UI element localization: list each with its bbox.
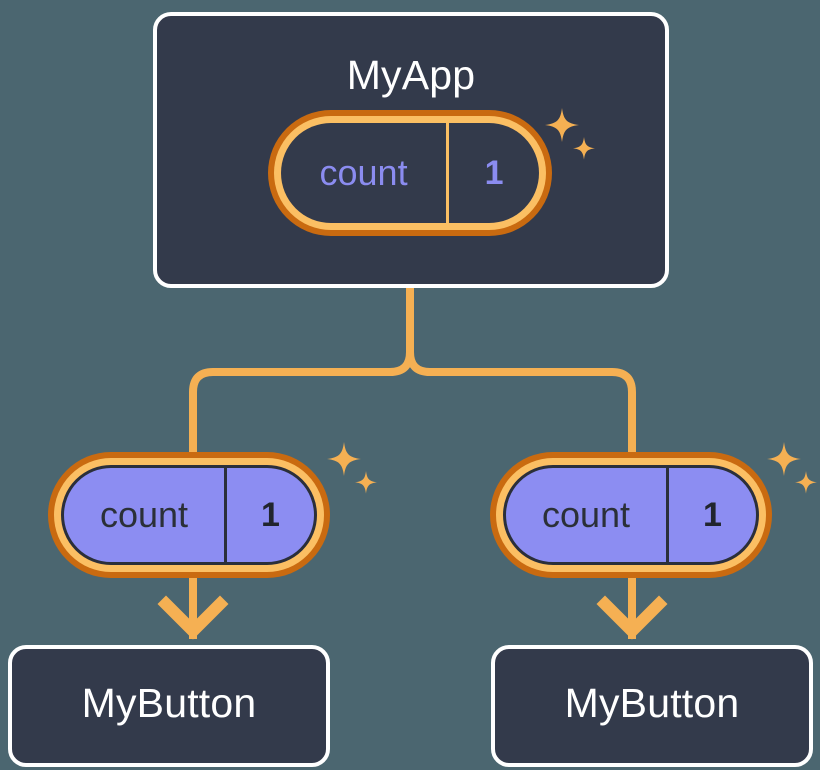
sparkle-four-point-large-icon <box>327 442 361 476</box>
connector-left-branch <box>189 284 414 456</box>
component-title-mybutton-right: MyButton <box>564 680 740 726</box>
state-pill-ring: count 1 <box>54 458 324 572</box>
arrow-down-right <box>596 578 668 640</box>
state-pill-myapp[interactable]: count 1 <box>268 110 552 236</box>
state-pill-branch-left[interactable]: count 1 <box>48 452 330 578</box>
sparkle-decoration-right <box>767 442 817 494</box>
state-pill-body: count 1 <box>281 123 539 223</box>
sparkle-four-point-large-icon <box>767 442 801 476</box>
sparkle-four-point-small-icon <box>355 471 377 494</box>
state-name: count <box>99 494 189 535</box>
component-box-mybutton-right[interactable]: MyButton <box>491 645 813 767</box>
state-value: 1 <box>666 468 756 562</box>
sparkle-four-point-small-icon <box>795 471 817 494</box>
state-pill-ring: count 1 <box>274 116 546 230</box>
arrow-down-left <box>157 578 229 640</box>
component-title-myapp: MyApp <box>346 52 476 98</box>
state-value: 1 <box>224 468 314 562</box>
component-title-mybutton-left: MyButton <box>81 680 257 726</box>
state-pill-branch-right[interactable]: count 1 <box>490 452 772 578</box>
connector-right-branch <box>406 284 636 456</box>
component-box-mybutton-left[interactable]: MyButton <box>8 645 330 767</box>
state-pill-ring: count 1 <box>496 458 766 572</box>
state-pill-body: count 1 <box>61 465 317 565</box>
state-value: 1 <box>446 123 539 223</box>
state-pill-body: count 1 <box>503 465 759 565</box>
sparkle-decoration-left <box>327 442 377 494</box>
state-name: count <box>541 494 631 535</box>
state-name: count <box>319 152 408 193</box>
